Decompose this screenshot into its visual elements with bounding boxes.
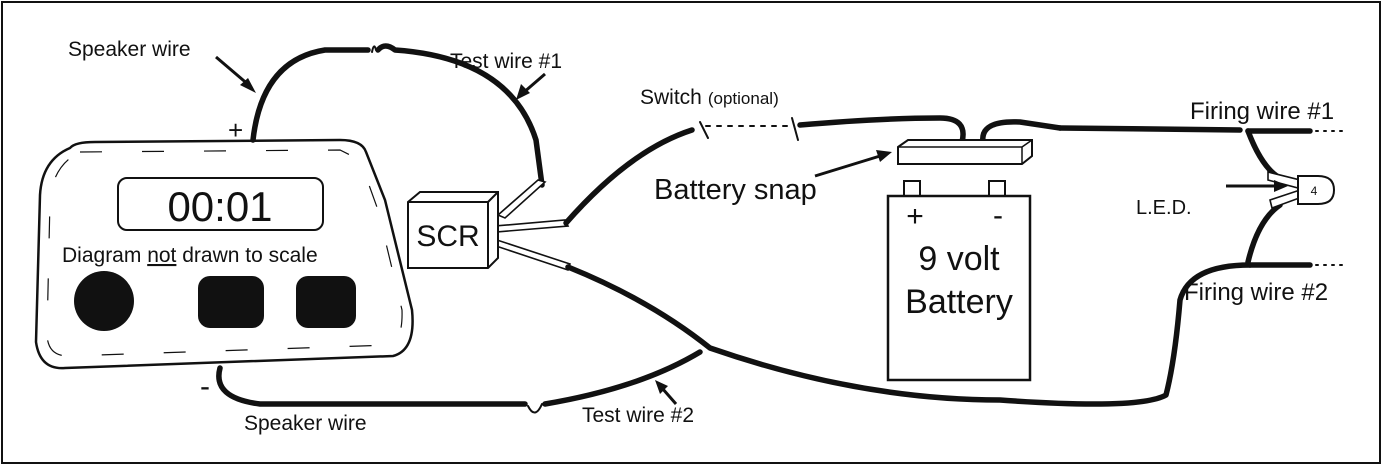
snap-to-firing-wire	[980, 119, 1063, 145]
arrow-battery-snap	[814, 154, 881, 178]
timer-device	[34, 138, 414, 370]
scale-note: Diagram not drawn to scale	[62, 244, 318, 267]
label-battery-snap: Battery snap	[654, 174, 817, 206]
speaker-wire-top	[250, 47, 371, 143]
label-speaker-wire-bottom: Speaker wire	[244, 412, 367, 435]
firing-wire-1-mid	[1057, 125, 1243, 133]
scr-label: SCR	[416, 220, 479, 253]
switch-contact-2	[791, 117, 799, 141]
scr-lead-2	[494, 219, 570, 233]
label-speaker-wire-top: Speaker wire	[68, 38, 191, 61]
scr-to-switch-wire	[563, 127, 695, 226]
timer-display-text: 00:01	[167, 183, 272, 230]
battery-plus-sign: +	[906, 200, 924, 233]
battery-minus-sign: -	[993, 199, 1003, 232]
timer-display-window	[117, 177, 324, 231]
test-wire-1	[375, 43, 545, 188]
speaker-wire-bottom	[216, 365, 528, 407]
brace-bottom	[527, 403, 543, 414]
switch-to-snap-wire	[797, 115, 966, 145]
label-firing-wire-1: Firing wire #1	[1190, 98, 1334, 125]
battery-terminal-minus	[988, 180, 1006, 197]
battery-terminal-plus	[903, 180, 921, 197]
label-test-wire-1: Test wire #1	[450, 50, 562, 73]
battery-label-line2: Battery	[905, 283, 1013, 321]
timer-minus-sign: -	[200, 370, 210, 403]
led-body	[1297, 175, 1336, 205]
battery-label-line1: 9 volt	[918, 240, 1000, 278]
timer-plus-sign: +	[228, 115, 243, 145]
arrow-speaker-wire-top	[215, 55, 251, 88]
scr-lead-1	[496, 179, 547, 219]
scr-to-firing-wire-2	[565, 262, 1253, 407]
scr-lead-3	[495, 238, 572, 272]
pointer-arrows	[215, 55, 1288, 405]
led-number: 4	[1311, 184, 1318, 198]
label-firing-wire-2: Firing wire #2	[1184, 279, 1328, 306]
scr-component	[407, 191, 499, 269]
label-test-wire-2: Test wire #2	[582, 404, 694, 427]
arrow-test-wire-2	[660, 387, 678, 405]
timer-button-right	[296, 276, 356, 328]
battery-body	[886, 194, 1032, 382]
battery	[886, 139, 1033, 382]
timer-button-left	[74, 271, 134, 331]
label-led: L.E.D.	[1136, 197, 1192, 219]
timer-button-middle	[198, 276, 264, 328]
label-switch: Switch(optional)	[640, 86, 779, 109]
switch-contact-1	[699, 121, 709, 139]
led-lead-bottom-wire	[1245, 202, 1283, 265]
test-wire-2	[542, 349, 703, 407]
led-lead-top-wire	[1245, 128, 1283, 181]
battery-snap-clip	[897, 139, 1033, 165]
